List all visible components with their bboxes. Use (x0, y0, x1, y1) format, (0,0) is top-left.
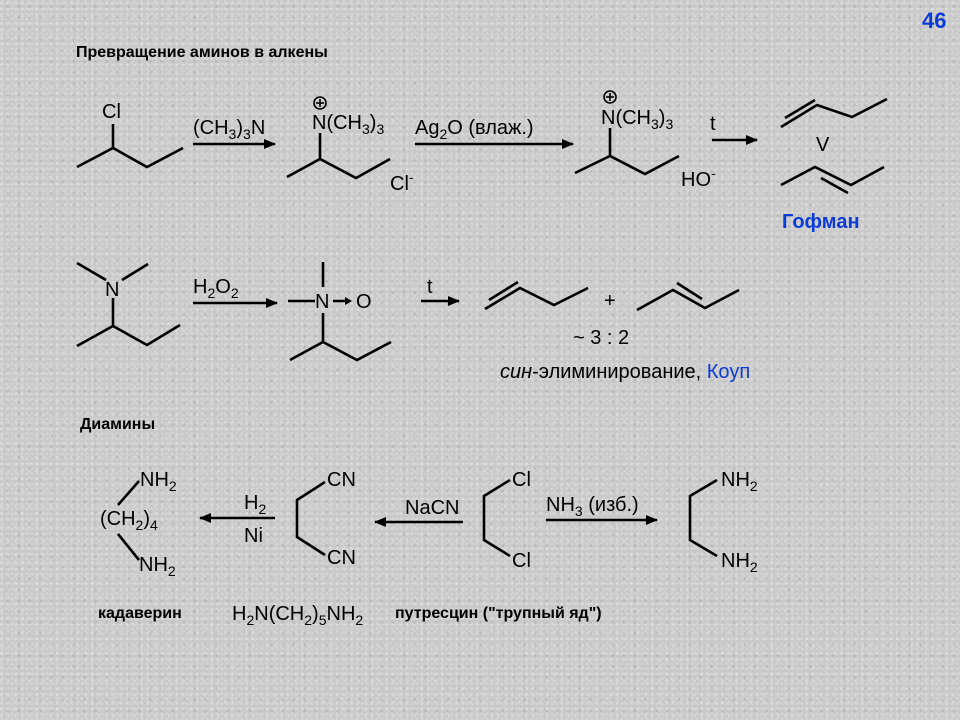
cope-label: Коуп (707, 361, 750, 383)
dichloride-cl-top: Cl (512, 469, 531, 491)
reagent-hydrogen-peroxide: H2O2 (193, 276, 239, 301)
cadaverine-bond-top (117, 480, 140, 506)
heat-symbol: t (710, 113, 716, 135)
plus-sign: + (604, 290, 616, 312)
cadaverine-formula: H2N(CH2)5NH2 (232, 603, 363, 628)
diamine-nh2-bottom: NH2 (721, 550, 758, 575)
dichloride-cl-bottom: Cl (512, 550, 531, 572)
amine-methyl-left (76, 261, 107, 282)
row-diamines: NH2 (CH2)4 NH2 H2 Ni CN CN NaCN Cl Cl NH… (98, 469, 758, 628)
reagent-h2: H2 (244, 492, 266, 517)
product-ratio: ~ 3 : 2 (573, 327, 629, 349)
oxide-n: N (315, 291, 329, 313)
dative-arrow-icon (345, 297, 352, 305)
but-1-ene (780, 97, 888, 129)
oxide-o: O (356, 291, 372, 313)
but-2-ene-product (636, 281, 740, 312)
positive-charge-icon (313, 96, 327, 110)
dinitrile-cn-bottom: CN (327, 547, 356, 569)
elimination-text: -элиминирование, (532, 361, 707, 383)
diamine-skeleton (688, 478, 718, 558)
reagent-ni: Ni (244, 525, 263, 547)
but-2-ene (780, 165, 885, 195)
heat-symbol-2: t (427, 276, 433, 298)
ammonium-group-2: N(CH3)3 (601, 107, 673, 132)
cadaverine-bond-bottom (116, 533, 141, 561)
amine-n: N (105, 279, 119, 301)
chloride-counterion: Cl- (390, 169, 414, 195)
chloroalkane-skeleton (76, 146, 184, 169)
dinitrile-skeleton (295, 480, 326, 557)
heading-amines-to-alkenes: Превращение аминов в алкены (76, 44, 328, 61)
cadaverine-nh2-top: NH2 (140, 469, 177, 494)
cadaverine-nh2-bottom: NH2 (139, 554, 176, 579)
diamine-nh2-top: NH2 (721, 469, 758, 494)
reagent-silver-oxide: Ag2O (влаж.) (415, 117, 534, 142)
row-hofmann: Cl (CH3)3N N(CH3)3 Cl- Ag2O (влаж.) N(CH… (76, 90, 888, 233)
cl-label: Cl (102, 101, 121, 123)
syn-elimination-label: син-элиминирование, Коуп (500, 361, 750, 383)
cadaverine-chain: (CH2)4 (100, 508, 158, 533)
amine-skeleton (76, 323, 181, 348)
row-cope: N H2O2 N O t + ~ 3 : 2 син-элиминировани… (76, 261, 750, 383)
reagent-ammonia: NH3 (изб.) (546, 494, 639, 519)
but-1-ene-product (484, 280, 589, 311)
syn-prefix: син (500, 361, 532, 383)
reagent-trimethylamine: (CH3)3N (193, 117, 265, 142)
ammonium-group: N(CH3)3 (312, 112, 384, 137)
reagent-sodium-cyanide: NaCN (405, 497, 459, 519)
hofmann-label: Гофман (782, 211, 860, 233)
page-number: 46 (922, 8, 947, 33)
hydroxide-counterion: HO- (681, 165, 716, 191)
heading-diamines: Диамины (80, 416, 156, 433)
ammonium-skeleton (286, 157, 391, 180)
positive-charge-icon-2 (603, 90, 617, 104)
cadaverine-label: кадаверин (98, 605, 182, 622)
putrescine-label: путресцин ("трупный яд") (395, 605, 602, 622)
comparison-sign: V (816, 134, 830, 156)
oxide-skeleton (289, 340, 392, 362)
dichloride-skeleton (482, 478, 511, 558)
ammonium-hydroxide-skeleton (574, 154, 680, 176)
amine-methyl-right (121, 262, 149, 282)
dinitrile-cn-top: CN (327, 469, 356, 491)
